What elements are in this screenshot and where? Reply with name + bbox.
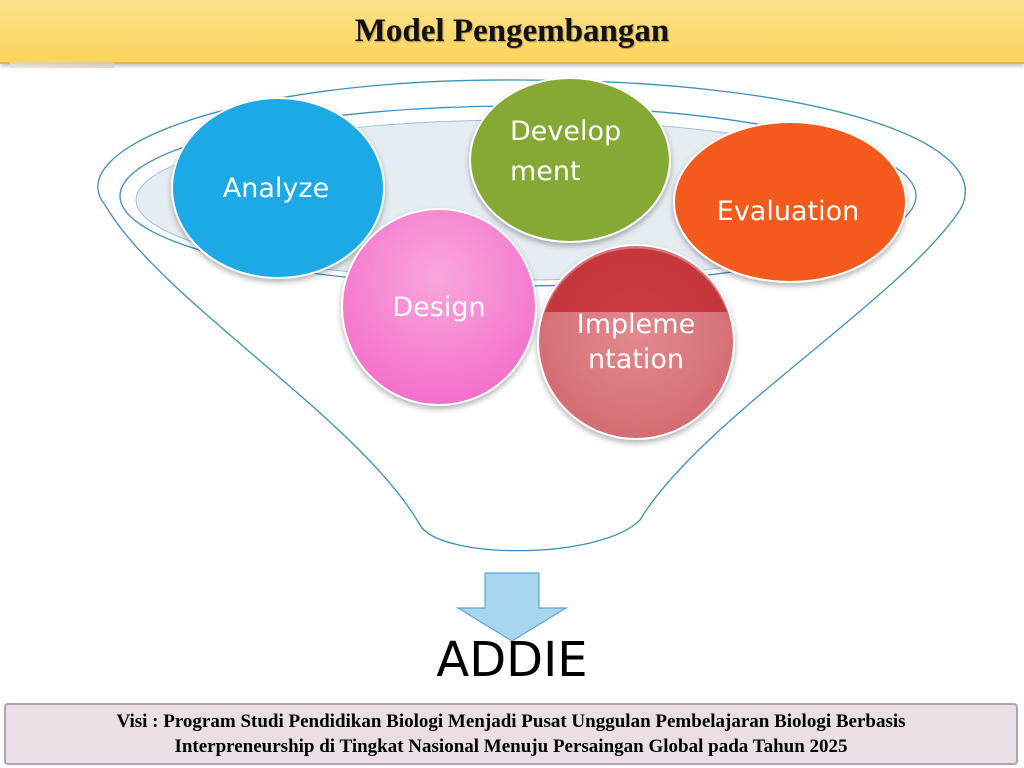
phase-analyze: Analyze — [171, 97, 385, 279]
slide-title: Model Pengembangan — [354, 12, 670, 49]
title-bar: Model Pengembangan — [0, 0, 1024, 64]
phase-design: Design — [341, 208, 537, 406]
funnel-outline — [97, 79, 966, 552]
down-arrow-icon — [455, 572, 569, 642]
phase-design-label: Design — [392, 292, 485, 323]
phase-evaluation-label: Evaluation — [717, 196, 859, 227]
vision-line-1: Visi : Program Studi Pendidikan Biologi … — [116, 711, 906, 732]
phase-analyze-label: Analyze — [223, 173, 329, 204]
phase-development-label-2: ment — [510, 156, 581, 187]
vision-footer: Visi : Program Studi Pendidikan Biologi … — [4, 703, 1018, 765]
phase-implementation: Impleme ntation — [537, 244, 735, 440]
phase-implementation-label-1: Impleme — [577, 309, 695, 340]
decorative-strip — [10, 62, 114, 68]
vision-line-2: Interpreneurship di Tingkat Nasional Men… — [174, 736, 848, 757]
phase-evaluation: Evaluation — [673, 121, 907, 283]
phase-implementation-label-2: ntation — [588, 344, 684, 375]
result-label: ADDIE — [436, 632, 588, 688]
phase-development-label-1: Develop — [510, 116, 621, 147]
phase-development: Develop ment — [469, 77, 671, 243]
